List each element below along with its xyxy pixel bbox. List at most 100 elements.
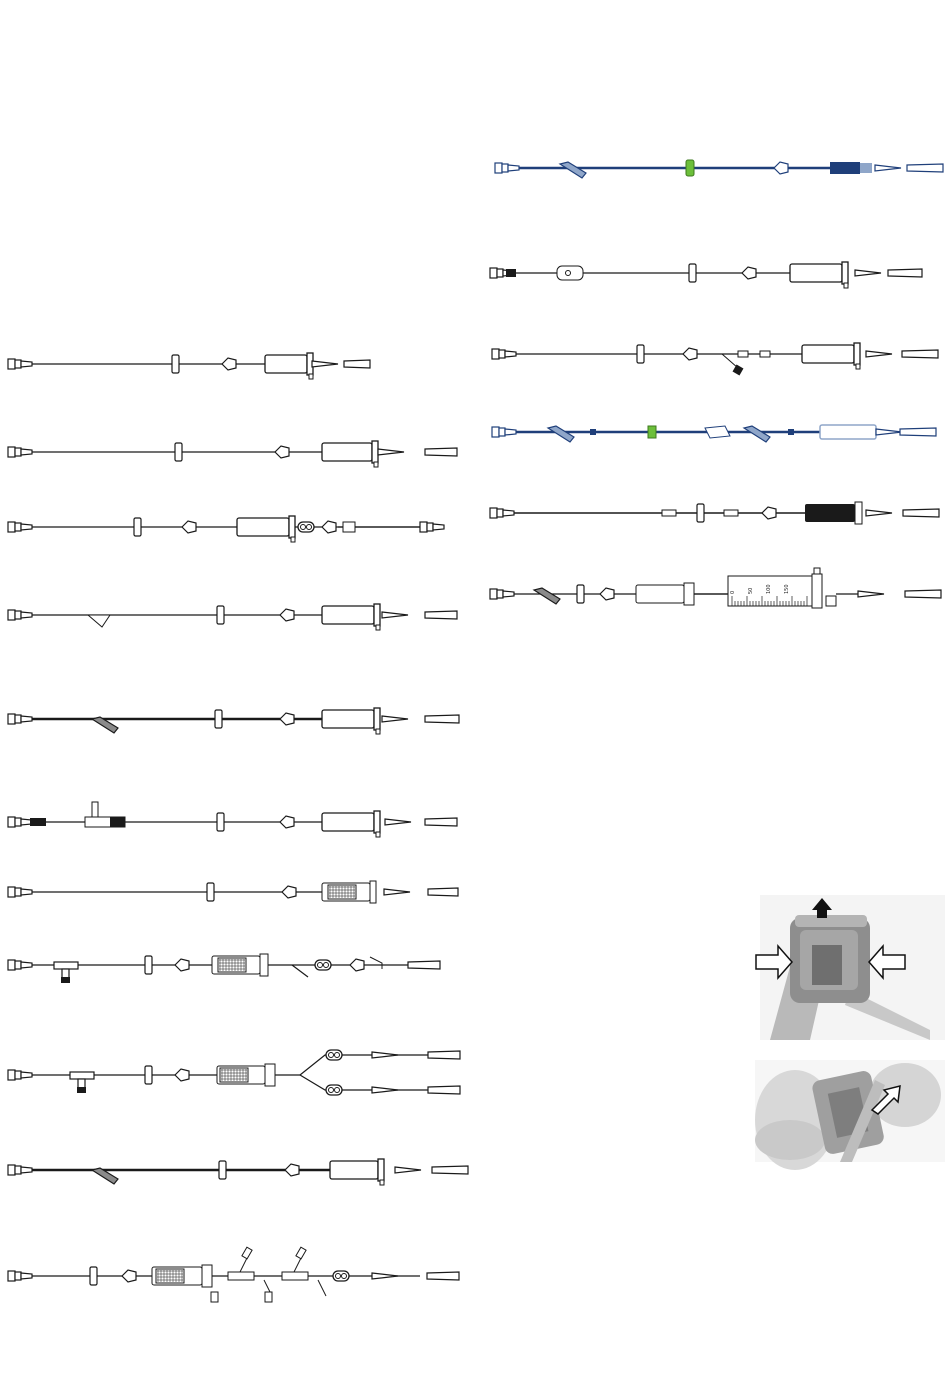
blue-drip-chamber — [830, 162, 860, 174]
protective-cap — [427, 1272, 459, 1280]
luer-connector-collar — [15, 715, 21, 723]
slide-clamp — [280, 609, 294, 621]
infusion-set-multiport — [8, 1247, 459, 1302]
drip-chamber — [237, 518, 289, 536]
luer-connector — [8, 1165, 15, 1175]
luer-connector-collar — [499, 428, 505, 436]
roller-clamp — [697, 504, 704, 522]
stopcock-body — [110, 817, 125, 827]
spike — [372, 1052, 398, 1058]
luer-connector-collar — [15, 961, 21, 969]
drip-chamber-cap — [684, 583, 694, 605]
protective-cap — [903, 509, 939, 517]
luer-connector-tip — [508, 165, 519, 171]
drip-chamber-cap — [260, 954, 268, 976]
inline-connector — [760, 351, 770, 357]
roller-clamp — [215, 710, 222, 728]
luer-connector-tip — [433, 524, 444, 530]
drip-chamber-cap — [370, 881, 376, 903]
protective-cap — [902, 350, 938, 358]
spike — [866, 351, 892, 357]
luer-connector — [8, 522, 15, 532]
spike — [312, 361, 338, 367]
luer-connector-tip — [21, 1273, 32, 1279]
luer-connector — [8, 610, 15, 620]
burette-scale-label: 50 — [748, 588, 754, 594]
luer-connector — [8, 1070, 15, 1080]
luer-connector-tip — [505, 351, 516, 357]
air-vent — [844, 283, 848, 288]
protective-cap — [428, 1086, 460, 1094]
luer-connector-tip — [503, 591, 514, 597]
inline-connector — [738, 351, 748, 357]
side-port — [292, 965, 308, 977]
air-vent — [376, 625, 380, 630]
roller-clamp — [637, 345, 644, 363]
t-piece-cap — [77, 1087, 86, 1093]
air-vent — [376, 729, 380, 734]
luer-connector-collar — [15, 523, 21, 531]
port-cap — [211, 1292, 218, 1302]
protective-cap — [900, 428, 936, 436]
needle-free-port — [705, 426, 730, 438]
protective-cap — [425, 611, 457, 619]
infusion-set-ydark2 — [8, 1159, 468, 1185]
luer-connector-tip — [21, 716, 32, 722]
protective-cap — [888, 269, 922, 277]
slide-clamp — [280, 713, 294, 725]
burette-scale-label: 0 — [730, 591, 736, 594]
luer-connector — [420, 522, 427, 532]
luer-connector — [495, 163, 502, 173]
protective-cap — [408, 961, 440, 969]
luer-connector-tip — [505, 429, 516, 435]
luer-connector — [8, 960, 15, 970]
luer-connector-tip — [21, 524, 32, 530]
left-column — [8, 353, 468, 1302]
port-line-down — [318, 1280, 326, 1296]
luer-connector-tip — [21, 889, 32, 895]
drip-chamber — [330, 1161, 378, 1179]
luer-lock — [343, 522, 355, 532]
drip-chamber — [636, 585, 684, 603]
dark-drip-chamber — [805, 504, 855, 522]
luer-connector-tip — [21, 449, 32, 455]
drip-chamber — [322, 813, 374, 831]
spike — [395, 1167, 421, 1173]
drip-chamber — [265, 355, 307, 373]
drip-chamber-cap — [855, 502, 862, 524]
y-injection-port — [560, 162, 586, 178]
protective-cap — [425, 818, 457, 826]
infusion-set-blue — [495, 160, 943, 178]
spike — [385, 819, 411, 825]
slide-clamp — [322, 521, 336, 533]
roller-clamp — [577, 585, 584, 603]
protective-cap — [425, 448, 457, 456]
luer-connector-tip — [21, 962, 32, 968]
roller-clamp — [172, 355, 179, 373]
air-vent — [380, 1180, 384, 1185]
protective-cap — [344, 360, 370, 368]
drip-chamber-cap — [374, 811, 380, 833]
inline-joint — [788, 429, 794, 435]
clamp-photo-bottom — [755, 1060, 945, 1170]
port-cap — [296, 1247, 306, 1259]
luer-connector — [492, 427, 499, 437]
luer-connector — [490, 268, 497, 278]
infusion-set-ydark — [8, 708, 459, 734]
infusion-set-ylite — [8, 604, 457, 630]
burette-scale-label: 150 — [784, 584, 790, 594]
infusion-set-basic — [8, 441, 457, 467]
port-cap — [265, 1292, 272, 1302]
luer-connector — [8, 1271, 15, 1281]
infusion-set-tpiece — [8, 954, 440, 983]
air-vent — [856, 364, 860, 369]
roller-clamp — [175, 443, 182, 461]
protective-cap — [428, 888, 458, 896]
t-piece — [54, 962, 78, 969]
drip-chamber — [790, 264, 842, 282]
stopcock-handle — [92, 802, 98, 817]
inline-connector — [662, 510, 676, 516]
luer-connector-collar — [15, 1272, 21, 1280]
y-branch-line — [722, 354, 738, 368]
dark-connector — [30, 818, 46, 826]
